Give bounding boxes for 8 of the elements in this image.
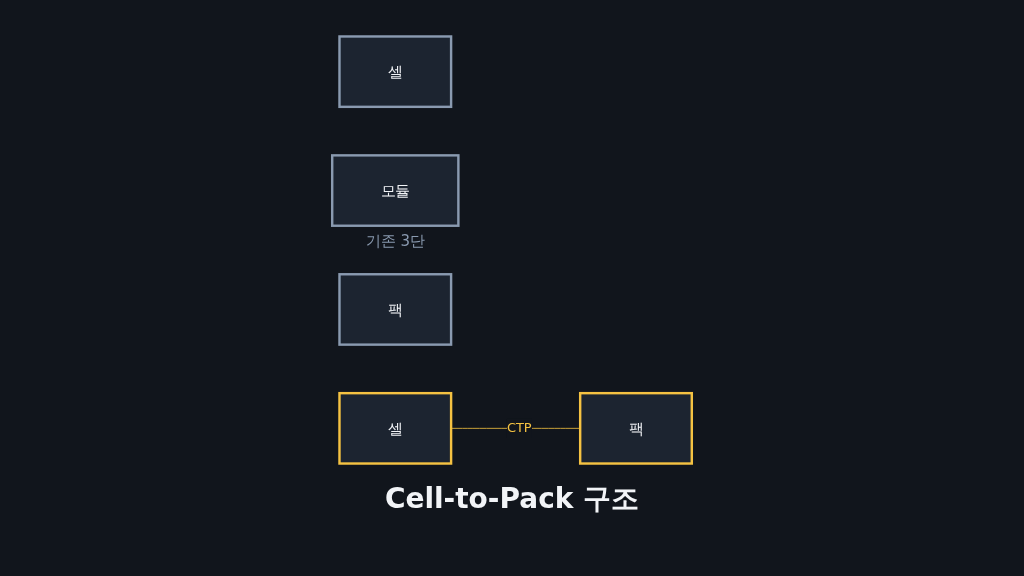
- node-box: 셀: [338, 391, 453, 465]
- note-text: 기존 3단: [365, 231, 425, 251]
- node-box: 셀: [338, 35, 453, 109]
- node-box: 모듈: [331, 154, 460, 227]
- caption: Cell-to-Pack 구조: [384, 481, 640, 517]
- edge-label: CTP: [506, 420, 532, 436]
- node-box: 팩: [338, 273, 453, 346]
- node-box: 팩: [578, 391, 693, 465]
